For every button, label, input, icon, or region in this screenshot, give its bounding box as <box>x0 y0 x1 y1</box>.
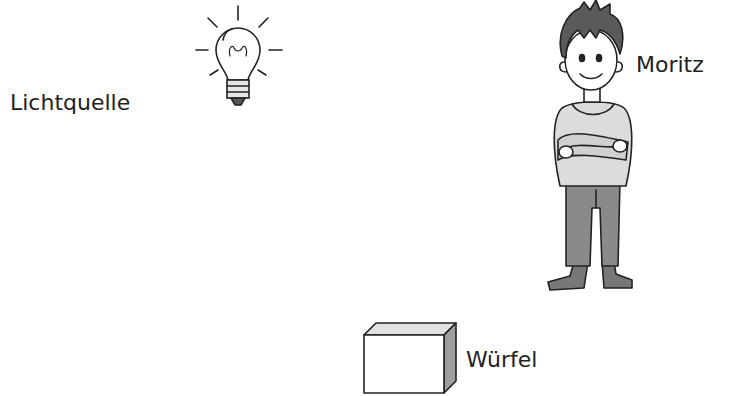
cube-front-face <box>364 335 444 393</box>
eye <box>597 55 602 62</box>
light-ray <box>196 49 208 51</box>
hair <box>560 0 623 58</box>
ear <box>560 62 566 72</box>
cube-side-face <box>444 323 456 393</box>
trousers <box>566 180 620 266</box>
figure-label: Lichtquelle <box>10 90 130 116</box>
trouser-seam <box>595 190 597 208</box>
ear <box>616 62 622 72</box>
crossed-arms <box>558 134 628 160</box>
bulb-glass <box>216 28 260 80</box>
bulb-highlight <box>223 29 232 40</box>
boy-figure <box>548 0 632 290</box>
light-ray <box>258 70 266 75</box>
light-ray <box>237 6 239 20</box>
hand <box>559 146 573 158</box>
light-bulb <box>196 6 282 105</box>
bulb-base <box>227 80 249 98</box>
bulb-thread <box>227 91 249 93</box>
figure-label: Moritz <box>636 52 704 78</box>
figure-label: Würfel <box>466 347 537 373</box>
bulb-thread <box>227 85 249 87</box>
light-ray <box>259 18 268 27</box>
bulb-tip <box>231 98 245 105</box>
bulb-filament <box>229 46 246 56</box>
cube-top-face <box>364 323 456 335</box>
light-ray <box>269 49 282 51</box>
hoodie <box>554 102 632 186</box>
hood <box>572 104 614 115</box>
light-ray <box>208 18 217 27</box>
light-ray <box>210 70 218 75</box>
hand <box>613 140 627 152</box>
eye <box>580 55 585 62</box>
head <box>565 30 617 90</box>
cube <box>364 323 456 393</box>
mouth <box>580 74 602 79</box>
